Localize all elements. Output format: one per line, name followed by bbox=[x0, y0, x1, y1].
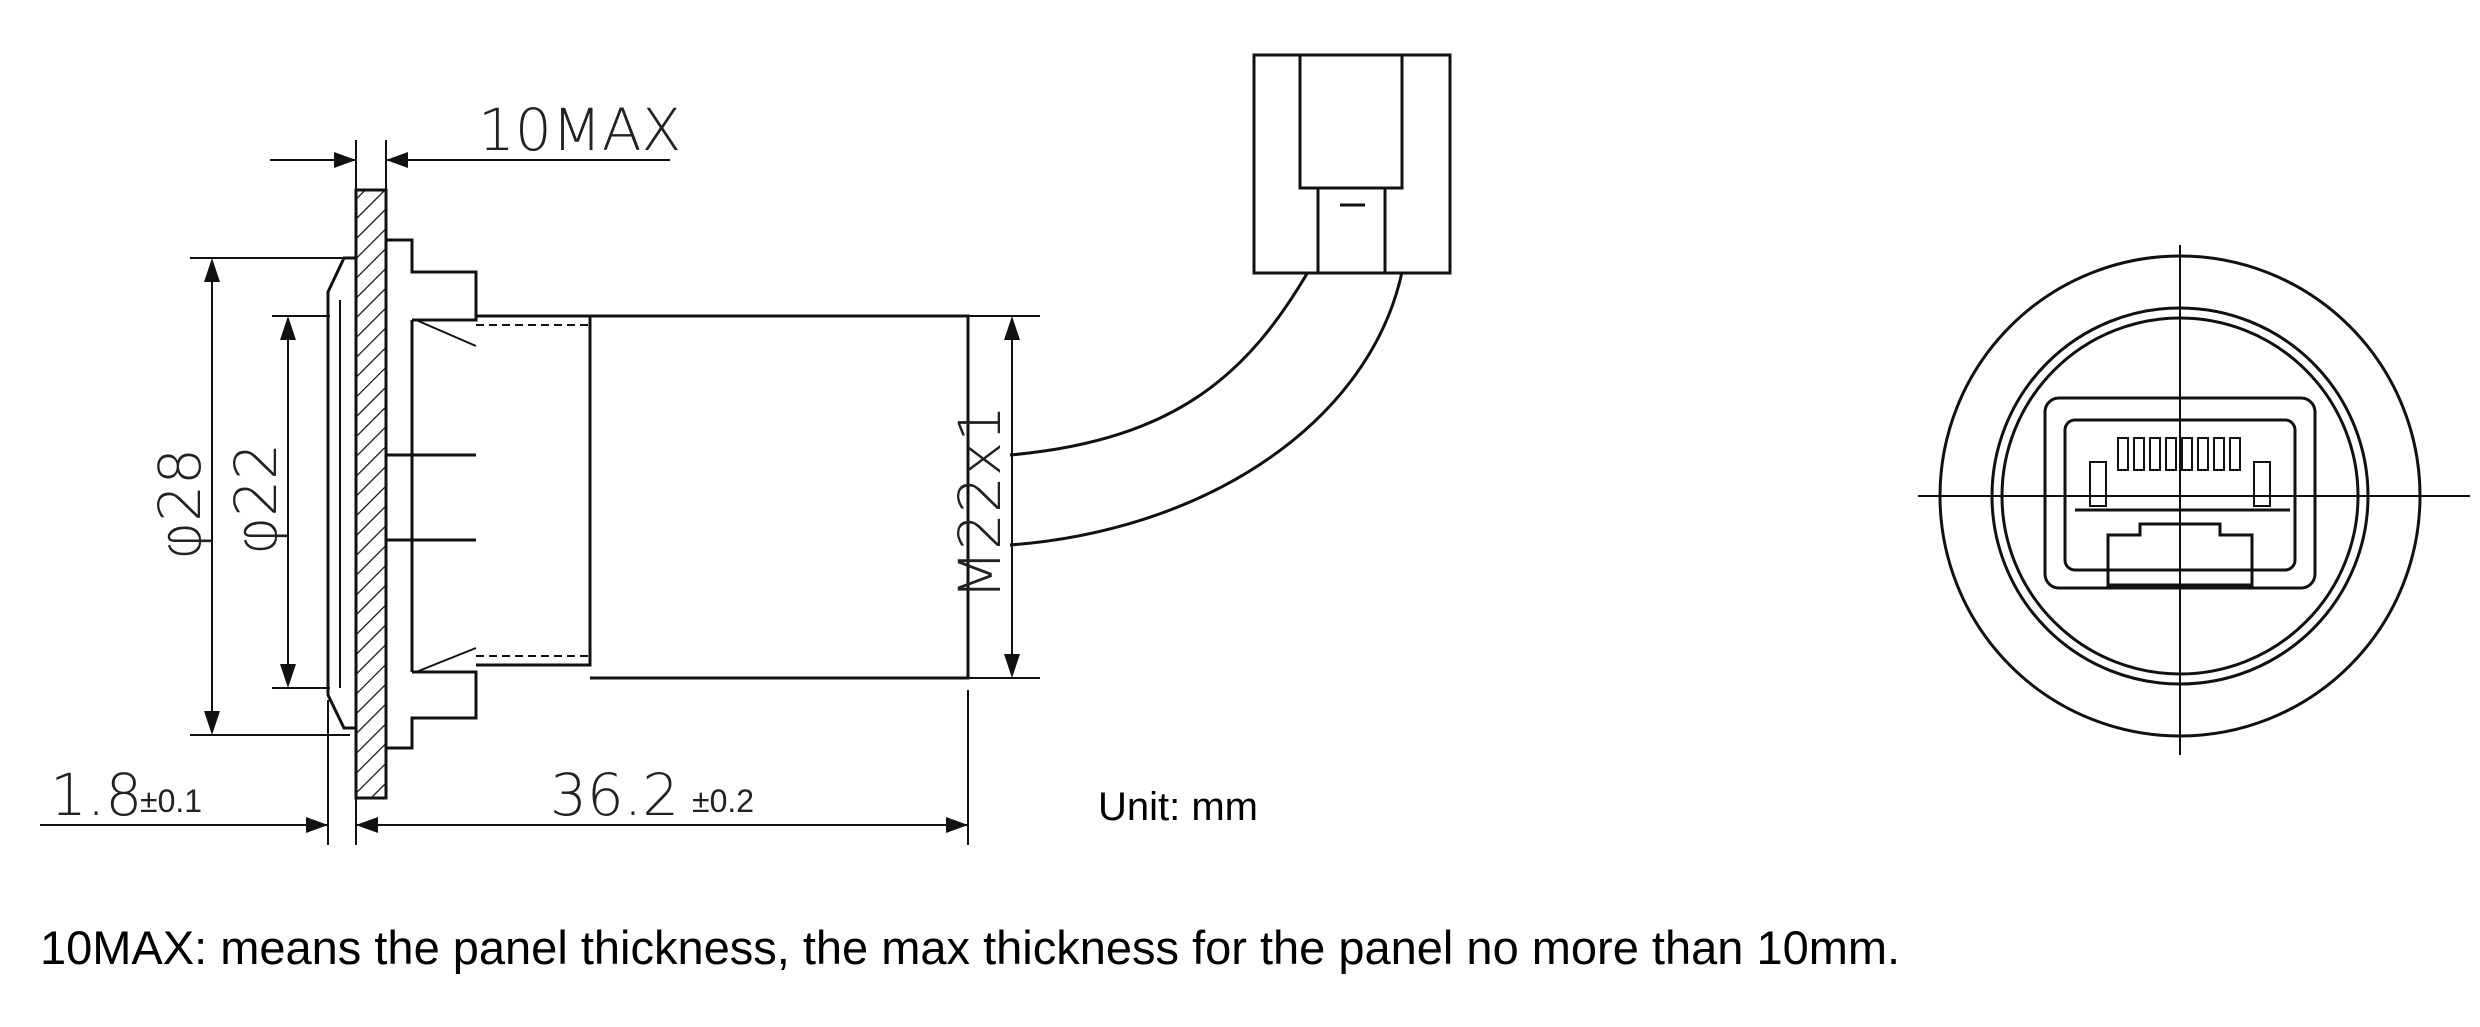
unit-label: Unit: mm bbox=[1098, 785, 1258, 829]
cable-1 bbox=[1009, 271, 1310, 457]
nut bbox=[386, 238, 478, 322]
panel bbox=[354, 188, 388, 800]
outer-diameter-label: φ28 bbox=[146, 448, 214, 560]
body-tolerance-label: ±0.2 bbox=[692, 783, 754, 819]
plug-opening bbox=[2106, 522, 2254, 587]
cable-2 bbox=[1009, 271, 1404, 547]
connector-body bbox=[590, 314, 970, 680]
rj45-socket bbox=[2043, 396, 2317, 590]
thread-label: M22x1 bbox=[946, 405, 1014, 600]
flange-tolerance-label: ±0.1 bbox=[140, 783, 202, 819]
inner-diameter-label: φ22 bbox=[222, 443, 290, 555]
panel-thickness-note: 10MAX: means the panel thickness, the ma… bbox=[40, 921, 1901, 974]
front-flange bbox=[326, 256, 356, 730]
side-view bbox=[326, 53, 1452, 800]
dimensions: 10MAX φ28 φ22 M22x1 1.8 ±0.1 36 bbox=[40, 96, 1040, 845]
body-length-label: 36.2 bbox=[550, 761, 679, 829]
panel-thickness-label: 10MAX bbox=[478, 96, 681, 164]
thread-sleeve bbox=[476, 314, 592, 667]
plug bbox=[1252, 53, 1452, 275]
contact-pins bbox=[2117, 437, 2241, 471]
front-view bbox=[1918, 245, 2470, 755]
outer-ring bbox=[1938, 254, 2422, 738]
flange-thickness-label: 1.8 bbox=[50, 761, 142, 829]
